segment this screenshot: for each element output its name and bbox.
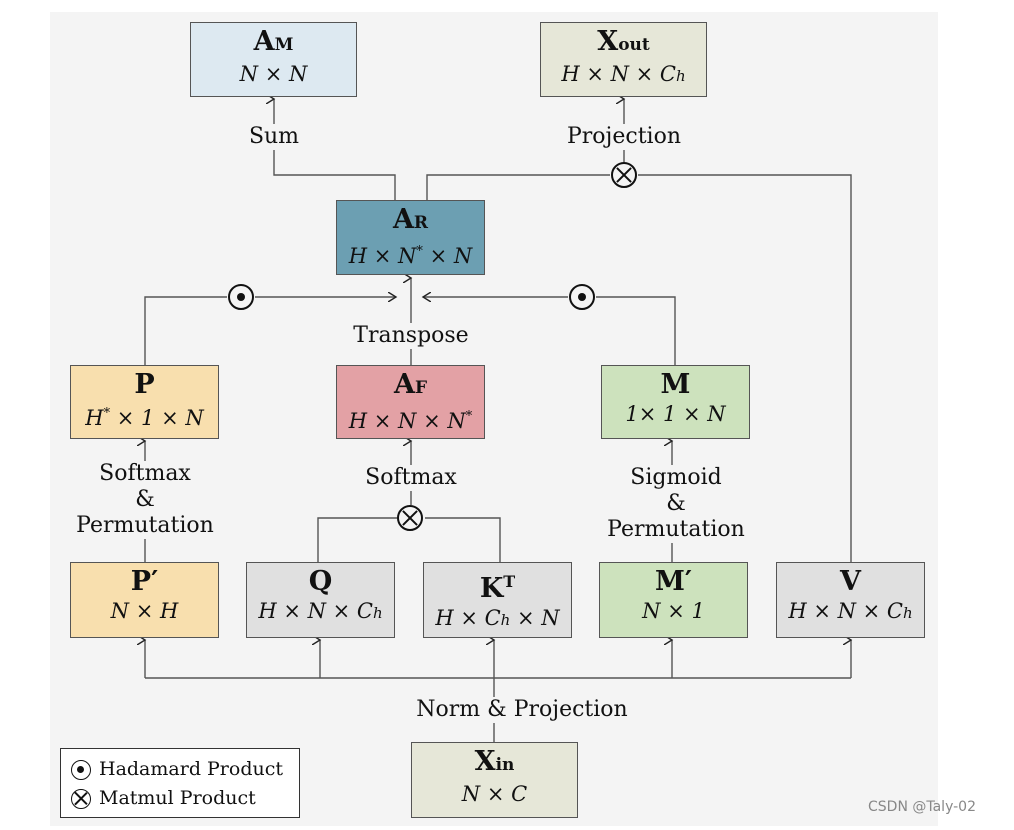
node-a-r: AR H × N* × N [336, 200, 485, 275]
label-sigmoid-permutation: Sigmoid & Permutation [603, 465, 749, 543]
legend: Hadamard Product Matmul Product [60, 748, 300, 818]
node-a-m: AM N × N [190, 22, 357, 97]
wire-ar-matmul [426, 174, 610, 200]
node-a-f: AF H × N × N* [336, 365, 485, 439]
matmul-product-icon [397, 505, 423, 531]
hadamard-product-icon [228, 284, 254, 310]
wire-kt-matmul [425, 517, 501, 562]
node-m-prime: M′ N × 1 [599, 562, 748, 638]
wire-v-matmul [638, 174, 852, 562]
label-norm-projection: Norm & Projection [408, 697, 636, 723]
node-k-t: KT H × Ch × N [423, 562, 572, 638]
label-softmax-permutation: Softmax & Permutation [72, 461, 218, 539]
node-m: M 1× 1 × N [601, 365, 750, 439]
label-projection: Projection [560, 124, 688, 150]
matmul-product-icon [71, 789, 91, 809]
node-x-out: Xout H × N × Ch [540, 22, 707, 97]
wire-ar-sum [273, 150, 396, 200]
label-softmax: Softmax [362, 465, 460, 491]
node-x-in: Xin N × C [411, 742, 578, 818]
hadamard-product-icon [569, 284, 595, 310]
wire-m-hadamard [596, 296, 676, 365]
watermark: CSDN @Taly-02 [868, 799, 976, 815]
label-transpose: Transpose [352, 323, 470, 349]
legend-row-hadamard: Hadamard Product [71, 758, 283, 780]
wire-p-hadamard [144, 296, 227, 365]
legend-hadamard-label: Hadamard Product [99, 758, 283, 780]
legend-matmul-label: Matmul Product [99, 787, 256, 809]
hadamard-product-icon [71, 760, 91, 780]
label-sum: Sum [244, 124, 304, 150]
wire-q-matmul [317, 517, 397, 562]
legend-row-matmul: Matmul Product [71, 787, 256, 809]
node-q: Q H × N × Ch [246, 562, 395, 638]
node-v: V H × N × Ch [776, 562, 925, 638]
matmul-product-icon [611, 162, 637, 188]
node-p-prime: P′ N × H [70, 562, 219, 638]
node-p: P H* × 1 × N [70, 365, 219, 439]
